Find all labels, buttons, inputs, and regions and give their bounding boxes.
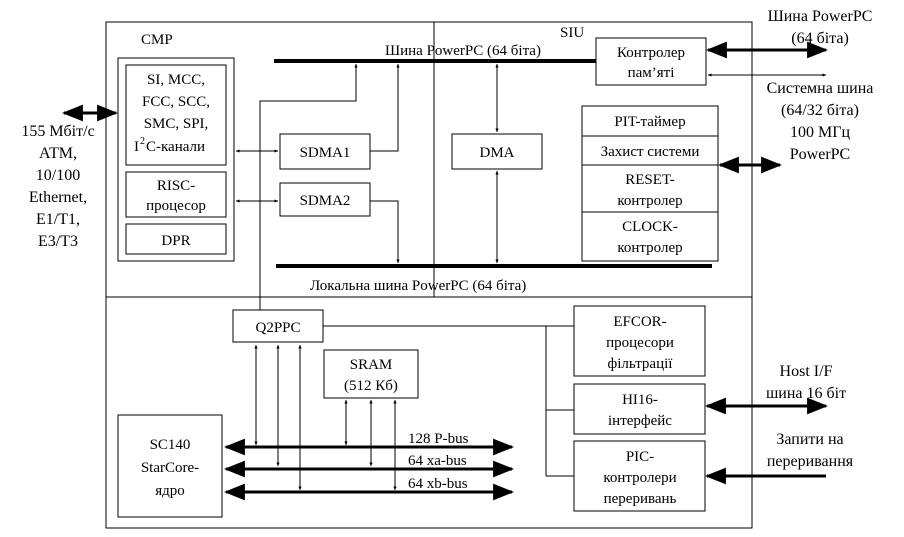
hi16-line-1: HI16- — [622, 392, 658, 408]
cmp-title: CMP — [141, 32, 173, 48]
left-line-5: E1/T1, — [36, 211, 80, 228]
sdma2-block — [279, 182, 371, 217]
irq-line-2: переривання — [767, 453, 854, 470]
dma-label: DMA — [479, 145, 514, 161]
pbus-label: 128 P-bus — [408, 431, 469, 447]
host-line-1: Host I/F — [780, 363, 833, 380]
sysbus-line-3: 100 МГц — [790, 124, 850, 141]
efcor-line-1: EFCOR- — [613, 314, 666, 330]
memctrl-block — [595, 37, 707, 86]
left-line-3: 10/100 — [36, 167, 80, 184]
mcc-block — [125, 64, 227, 166]
irq-line-1: Запити на — [776, 431, 843, 448]
ppc-bus-label: Шина PowerPC (64 біта) — [385, 43, 541, 59]
risc-line-1: RISC- — [157, 178, 195, 194]
xbbus-label: 64 xb-bus — [408, 476, 468, 492]
ppc-ext-line-1: Шина PowerPC — [768, 8, 873, 25]
pic-line-1: PIC- — [626, 449, 654, 465]
clock-line-2: контролер — [617, 240, 682, 256]
dpr-block — [125, 223, 227, 255]
host-line-2: шина 16 біт — [766, 385, 846, 402]
i2c-prefix: I — [134, 139, 139, 155]
q2ppc-ppc-link — [259, 63, 358, 310]
chip-outline — [105, 21, 753, 529]
sysbus-line-2: (64/32 біта) — [781, 102, 859, 119]
sc140-line-2: StarCore- — [141, 460, 199, 476]
protect-label: Захист системи — [601, 144, 700, 160]
cmp-channels-frame — [117, 57, 235, 262]
left-line-4: Ethernet, — [29, 189, 87, 206]
ppc-ext-line-2: (64 біта) — [791, 30, 849, 47]
pic-line-3: переривань — [604, 491, 677, 507]
dma-block — [451, 133, 543, 170]
local-bus-label: Локальна шина PowerPC (64 біта) — [310, 278, 526, 294]
siu-title: SIU — [560, 25, 584, 41]
sc140-line-3: ядро — [155, 483, 185, 499]
reset-line-1: RESET- — [625, 172, 674, 188]
pic-line-2: контролери — [603, 470, 676, 486]
left-line-1: 155 Мбіт/с — [21, 123, 94, 140]
dpr-label: DPR — [161, 233, 190, 249]
siu-stack — [581, 105, 719, 262]
mcc-line-4: C-канали — [146, 139, 205, 155]
sdma2-label: SDMA2 — [300, 193, 351, 209]
sc140-block — [117, 414, 223, 518]
pit-label: PIT-таймер — [614, 114, 685, 130]
sram-block — [323, 349, 419, 399]
sysbus-line-4: PowerPC — [790, 146, 850, 163]
sram-line-1: SRAM — [350, 357, 393, 373]
risc-line-2: процесор — [146, 198, 206, 214]
efcor-line-2: процесори — [606, 335, 674, 351]
i2c-sup: 2 — [140, 136, 145, 147]
sc140-line-1: SC140 — [150, 437, 191, 453]
sysbus-line-1: Системна шина — [767, 80, 874, 97]
left-line-6: E3/T3 — [38, 233, 78, 250]
efcor-block — [573, 305, 706, 377]
reset-line-2: контролер — [617, 193, 682, 209]
risc-block — [125, 171, 227, 218]
efcor-line-3: фільтрації — [608, 356, 674, 372]
sdma1-ppc-link — [370, 63, 400, 152]
mcc-line-3: SMC, SPI, — [144, 116, 209, 132]
hi16-line-2: інтерфейс — [608, 413, 672, 429]
memctrl-line-1: Контролер — [617, 45, 685, 61]
sram-line-2: (512 Кб) — [344, 378, 398, 394]
mcc-line-2: FCC, SCC, — [142, 94, 210, 110]
xabus-label: 64 xa-bus — [408, 453, 467, 469]
sdma2-local-link — [370, 200, 400, 264]
left-line-2: АТМ, — [39, 145, 77, 162]
memctrl-line-2: пам’яті — [628, 65, 675, 81]
clock-line-1: CLOCK- — [622, 219, 678, 235]
q2ppc-label: Q2PPC — [255, 320, 300, 336]
sdma1-label: SDMA1 — [300, 145, 351, 161]
mcc-line-1: SI, MCC, — [147, 72, 205, 88]
